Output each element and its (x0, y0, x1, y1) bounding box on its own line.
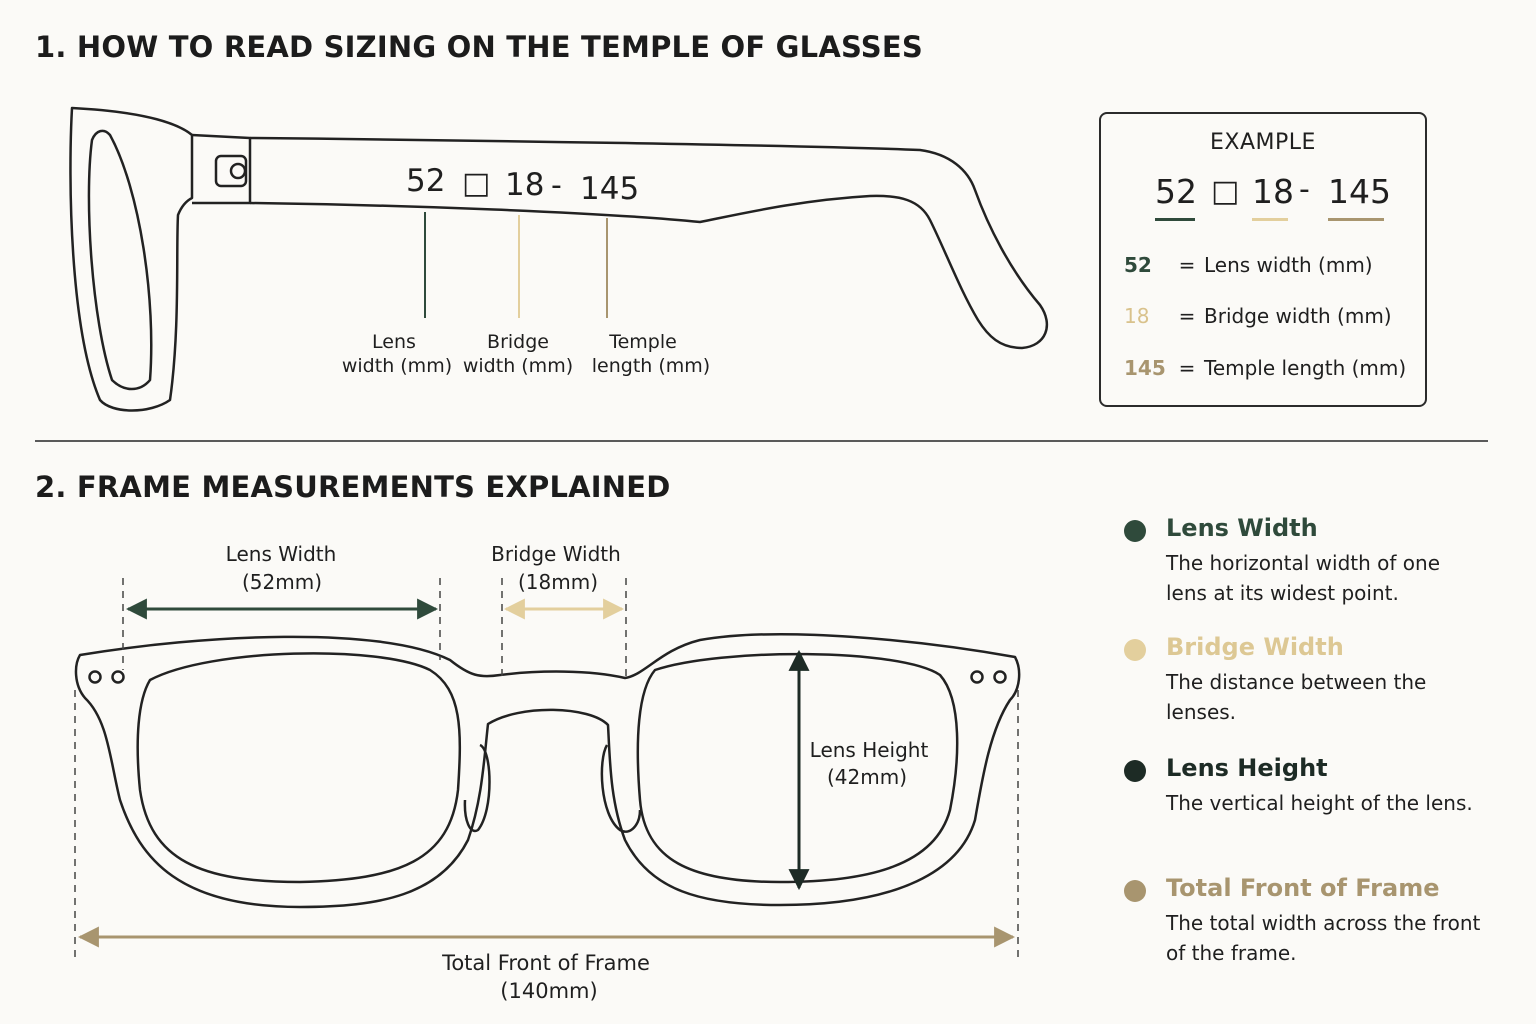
legend-name-lens-height: Lens Height (1166, 754, 1328, 782)
underline-temple (1328, 218, 1384, 221)
side-view-glasses (69, 106, 1049, 412)
legend-desc-total-front: The total width across the front of the … (1166, 911, 1481, 965)
example-row-temple-text: Temple length (mm) (1204, 356, 1407, 380)
section-2-title: 2. FRAME MEASUREMENTS EXPLAINED (35, 470, 671, 504)
rivet-right-2 (993, 670, 1007, 684)
example-row-temple-eq: = (1178, 356, 1196, 380)
legend-dot-lens-width (1124, 520, 1146, 542)
front-lens-height-1: Lens Height (810, 738, 929, 762)
label-bridge-2: width (mm) (463, 355, 573, 377)
example-row-bridge: 18 = Bridge width (mm) (1124, 304, 1392, 328)
rivet-left-2 (111, 670, 125, 684)
example-box: EXAMPLE 52 □ 18 - 145 52 = Lens width (mm)… (1099, 112, 1427, 407)
temple-dash: - (551, 168, 562, 203)
front-frame-outline (74, 633, 1021, 909)
example-temple-num: 145 (1328, 172, 1391, 211)
front-lens-height-2: (42mm) (827, 765, 907, 789)
label-temple-1: Temple (608, 331, 677, 353)
nose-pad-right (600, 744, 642, 833)
front-total-2: (140mm) (500, 979, 597, 1003)
temple-lens-num: 52 (406, 163, 445, 199)
side-frame-front (69, 106, 194, 412)
rivet-right-1 (970, 670, 984, 684)
legend-dot-lens-height (1124, 760, 1146, 782)
legend-dot-total-front (1124, 880, 1146, 902)
legend-desc-lens-width: The horizontal width of one lens at its … (1166, 551, 1441, 605)
rivet-left-1 (88, 670, 102, 684)
example-row-temple: 145 = Temple length (mm) (1124, 356, 1406, 380)
example-row-lens-text: Lens width (mm) (1204, 253, 1373, 277)
example-row-bridge-num: 18 (1124, 304, 1150, 328)
temple-arm (249, 136, 1049, 350)
example-row-temple-num: 145 (1124, 356, 1166, 380)
hinge-screw (229, 162, 247, 180)
side-hinge (191, 133, 252, 205)
front-lens-width-2: (52mm) (242, 570, 322, 594)
temple-bridge-num: 18 (505, 167, 544, 203)
front-view-glasses (74, 633, 1021, 909)
front-bridge-width-2: (18mm) (518, 570, 598, 594)
front-bridge-width-1: Bridge Width (491, 542, 621, 566)
temple-temple-num: 145 (580, 171, 639, 207)
example-dash: - (1299, 172, 1310, 207)
example-row-bridge-eq: = (1178, 304, 1196, 328)
legend-name-bridge-width: Bridge Width (1166, 633, 1344, 661)
example-row-lens-num: 52 (1124, 253, 1152, 277)
section-1-title: 1. HOW TO READ SIZING ON THE TEMPLE OF G… (35, 30, 923, 64)
example-row-bridge-text: Bridge width (mm) (1204, 304, 1392, 328)
example-title: EXAMPLE (1210, 130, 1316, 155)
front-lens-left (136, 652, 462, 884)
legend-desc-bridge-width: The distance between the lenses. (1166, 670, 1427, 724)
underline-lens (1155, 218, 1195, 221)
example-lens-num: 52 (1155, 172, 1197, 211)
front-total-1: Total Front of Frame (441, 951, 650, 975)
underline-bridge (1252, 218, 1288, 221)
legend-desc-lens-height: The vertical height of the lens. (1166, 791, 1473, 815)
label-temple-2: length (mm) (592, 355, 710, 377)
temple-symbol: □ (462, 166, 490, 201)
legend-name-total-front: Total Front of Frame (1166, 874, 1440, 902)
example-symbol: □ (1211, 174, 1240, 209)
nose-pad-left (463, 743, 491, 833)
label-bridge-1: Bridge (487, 331, 549, 353)
example-row-lens-eq: = (1178, 253, 1196, 277)
example-row-lens: 52 = Lens width (mm) (1124, 253, 1373, 277)
label-lens-2: width (mm) (342, 355, 452, 377)
label-lens-1: Lens (372, 331, 416, 353)
temple-size-code: 52 □ 18 - 145 (406, 163, 639, 207)
dashed-guides (74, 578, 1019, 960)
side-lens-edge (87, 129, 153, 391)
legend-name-lens-width: Lens Width (1166, 514, 1318, 542)
example-bridge-num: 18 (1252, 172, 1294, 211)
section-divider (35, 440, 1488, 442)
front-lens-right (636, 652, 959, 884)
legend-dot-bridge-width (1124, 639, 1146, 661)
front-lens-width-1: Lens Width (226, 542, 337, 566)
